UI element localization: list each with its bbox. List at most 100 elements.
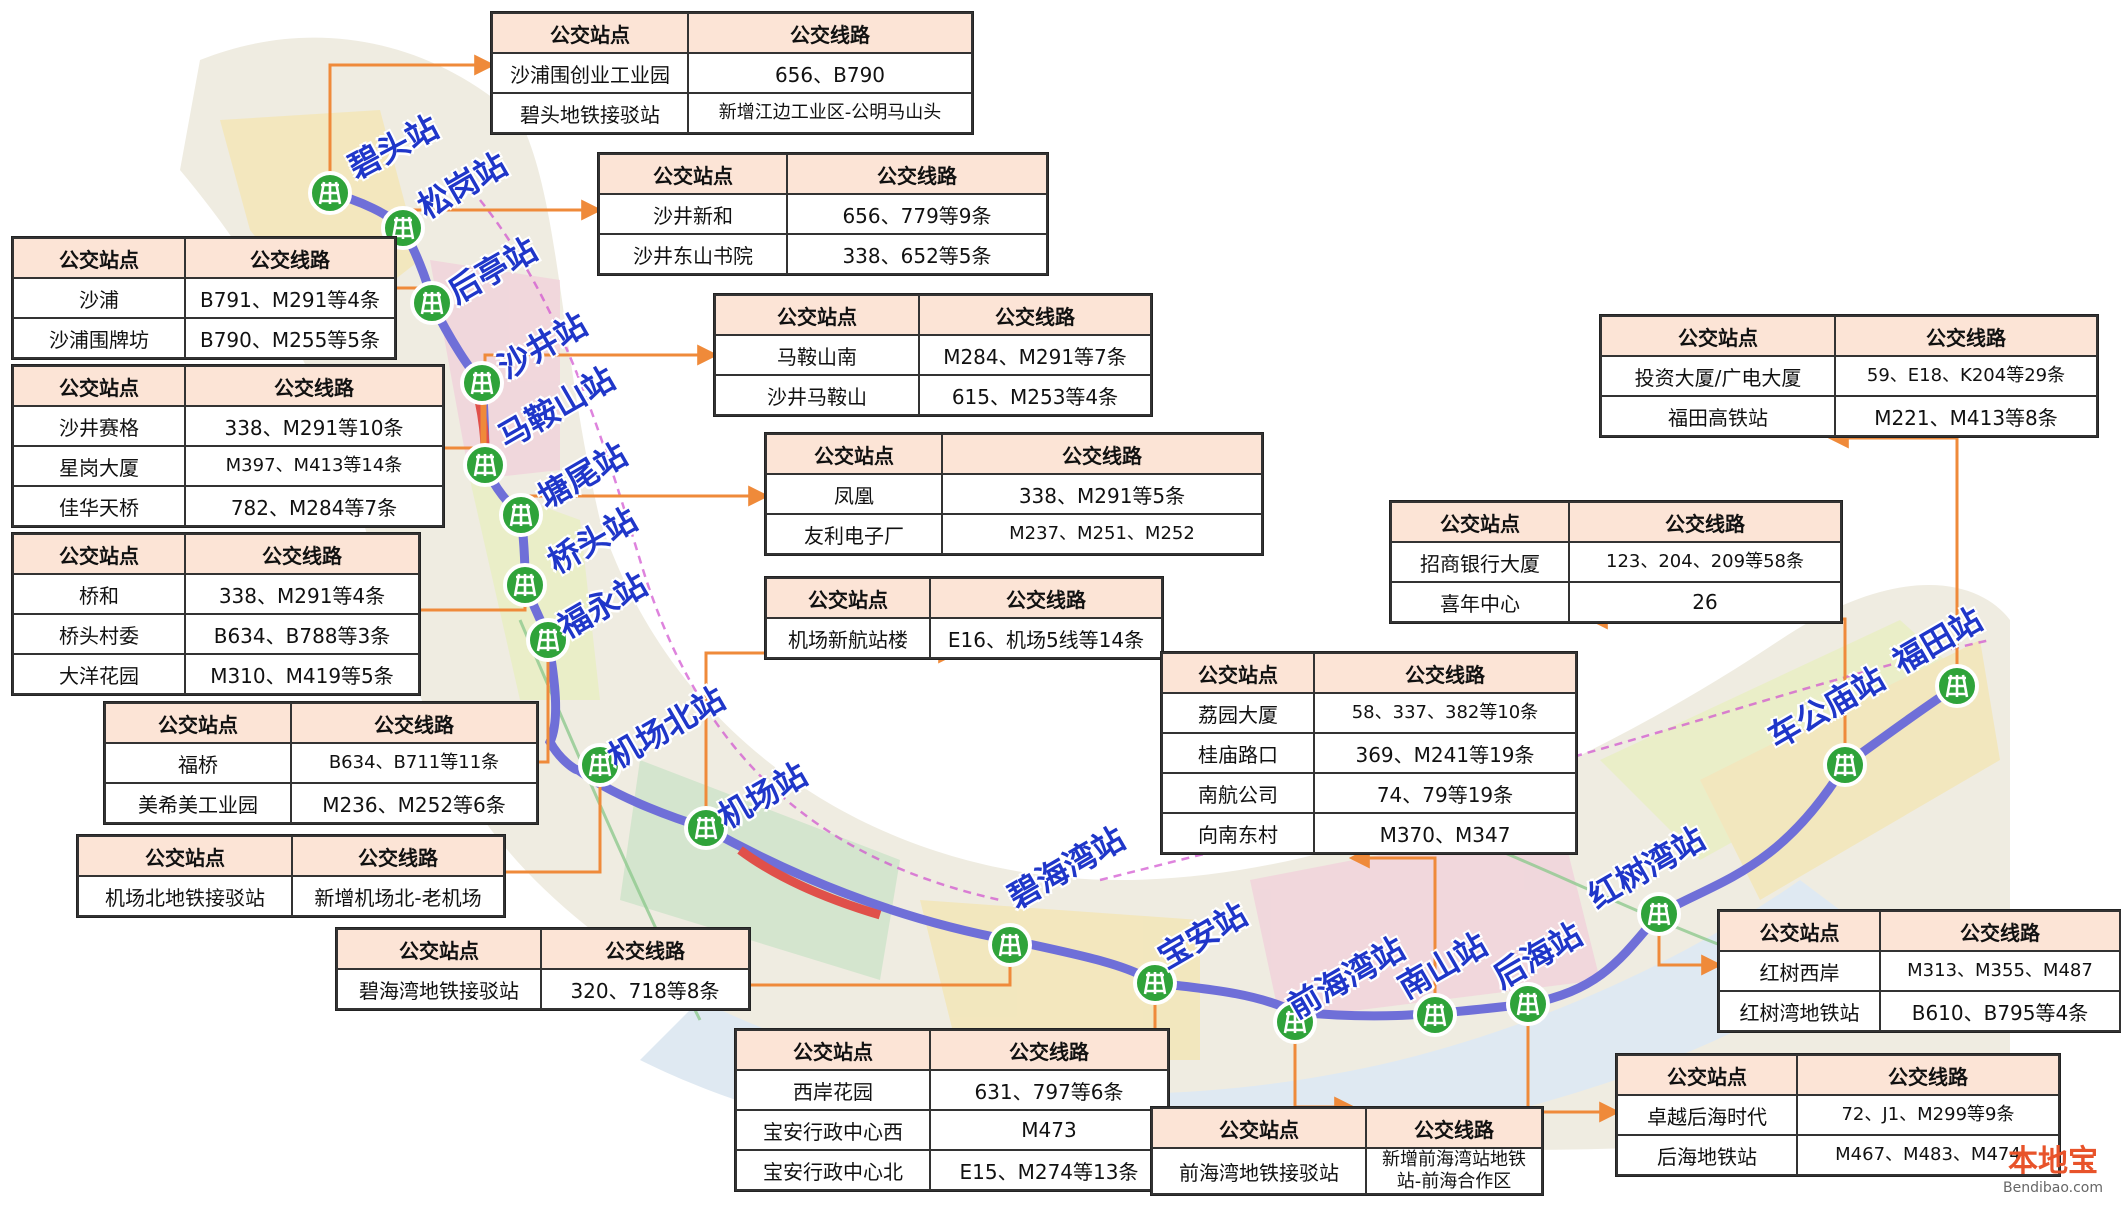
header-stop: 公交站点 xyxy=(1390,501,1570,543)
bus-stop-name: 招商银行大厦 xyxy=(1390,541,1570,583)
metro-icon xyxy=(1516,992,1540,1016)
header-route: 公交线路 xyxy=(290,702,538,744)
header-route: 公交线路 xyxy=(1568,501,1842,543)
bus-route-list: M237、M251、M252 xyxy=(941,513,1263,555)
table-header-row: 公交站点公交线路 xyxy=(765,577,1163,619)
metro-icon xyxy=(536,628,560,652)
header-stop: 公交站点 xyxy=(12,237,186,279)
station-marker-nanshan xyxy=(1413,993,1457,1037)
table-row: 前海湾地铁接驳站新增前海湾站地铁站-前海合作区 xyxy=(1151,1147,1543,1195)
header-route: 公交线路 xyxy=(1834,315,2098,357)
metro-icon xyxy=(318,181,342,205)
bus-stop-name: 投资大厦/广电大厦 xyxy=(1600,355,1836,397)
metro-icon xyxy=(513,573,537,597)
bus-stop-name: 宝安行政中心北 xyxy=(735,1149,931,1191)
table-header-row: 公交站点公交线路 xyxy=(1151,1107,1543,1149)
bus-stop-name: 沙浦 xyxy=(12,277,186,319)
bus-stop-name: 友利电子厂 xyxy=(765,513,943,555)
header-stop: 公交站点 xyxy=(765,433,943,475)
table-header-row: 公交站点公交线路 xyxy=(1616,1054,2060,1096)
callout-arrow xyxy=(483,344,719,465)
header-stop: 公交站点 xyxy=(1600,315,1836,357)
bus-route-list: M370、M347 xyxy=(1313,812,1577,854)
station-marker-shajing xyxy=(460,361,504,405)
header-stop: 公交站点 xyxy=(12,533,186,575)
bus-route-list: M236、M252等6条 xyxy=(290,782,538,824)
header-route: 公交线路 xyxy=(786,153,1048,195)
metro-icon xyxy=(1647,902,1671,926)
bus-route-list: 615、M253等4条 xyxy=(918,374,1152,416)
bus-stop-name: 喜年中心 xyxy=(1390,581,1570,623)
header-route: 公交线路 xyxy=(687,12,973,54)
bus-stop-name: 佳华天桥 xyxy=(12,485,186,527)
station-marker-houhai xyxy=(1506,982,1550,1026)
bus-stop-name: 后海地铁站 xyxy=(1616,1134,1798,1176)
bus-stop-name: 大洋花园 xyxy=(12,653,186,695)
bus-stop-name: 卓越后海时代 xyxy=(1616,1094,1798,1136)
bus-stop-name: 美希美工业园 xyxy=(104,782,292,824)
metro-icon xyxy=(473,453,497,477)
header-route: 公交线路 xyxy=(184,365,444,407)
header-route: 公交线路 xyxy=(1365,1107,1543,1149)
bus-stop-name: 星岗大厦 xyxy=(12,445,186,487)
metro-icon xyxy=(420,291,444,315)
bus-route-list: 新增江边工业区-公明马山头 xyxy=(687,92,973,134)
table-header-row: 公交站点公交线路 xyxy=(1161,652,1577,694)
bus-stop-name: 南航公司 xyxy=(1161,772,1315,814)
table-header-row: 公交站点公交线路 xyxy=(735,1029,1169,1071)
bus-route-list: 123、204、209等58条 xyxy=(1568,541,1842,583)
bus-stop-name: 碧头地铁接驳站 xyxy=(491,92,689,134)
station-marker-jichangbei xyxy=(578,743,622,787)
metro-icon xyxy=(588,753,612,777)
header-stop: 公交站点 xyxy=(1151,1107,1367,1149)
bus-stop-name: 桥和 xyxy=(12,573,186,615)
bus-route-list: M397、M413等14条 xyxy=(184,445,444,487)
bus-stop-name: 凤凰 xyxy=(765,473,943,515)
watermark-site: Bendibao.com xyxy=(2002,1180,2103,1196)
bus-route-list: 656、779等9条 xyxy=(786,193,1048,235)
bus-stop-name: 沙井赛格 xyxy=(12,405,186,447)
station-marker-bitou xyxy=(308,171,352,215)
bus-route-list: B791、M291等4条 xyxy=(184,277,396,319)
metro-icon xyxy=(1283,1010,1307,1034)
header-route: 公交线路 xyxy=(918,294,1152,336)
header-stop: 公交站点 xyxy=(77,835,293,877)
bus-route-list: M221、M413等8条 xyxy=(1834,395,2098,437)
table-header-row: 公交站点公交线路 xyxy=(598,153,1048,195)
station-marker-bihaiwan xyxy=(988,923,1032,967)
bus-route-list: B634、B788等3条 xyxy=(184,613,420,655)
bus-route-list: 58、337、382等10条 xyxy=(1313,692,1577,734)
header-route: 公交线路 xyxy=(941,433,1263,475)
bus-route-list: 72、J1、M299等9条 xyxy=(1796,1094,2060,1136)
header-route: 公交线路 xyxy=(184,237,396,279)
bus-stop-name: 沙浦围创业工业园 xyxy=(491,52,689,94)
bus-route-list: 新增机场北-老机场 xyxy=(291,875,505,917)
bus-stop-name: 沙井东山书院 xyxy=(598,233,788,275)
header-route: 公交线路 xyxy=(184,533,420,575)
header-route: 公交线路 xyxy=(1313,652,1577,694)
header-route: 公交线路 xyxy=(929,577,1163,619)
station-marker-houting xyxy=(410,281,454,325)
station-marker-futian xyxy=(1935,664,1979,708)
metro-icon xyxy=(470,371,494,395)
